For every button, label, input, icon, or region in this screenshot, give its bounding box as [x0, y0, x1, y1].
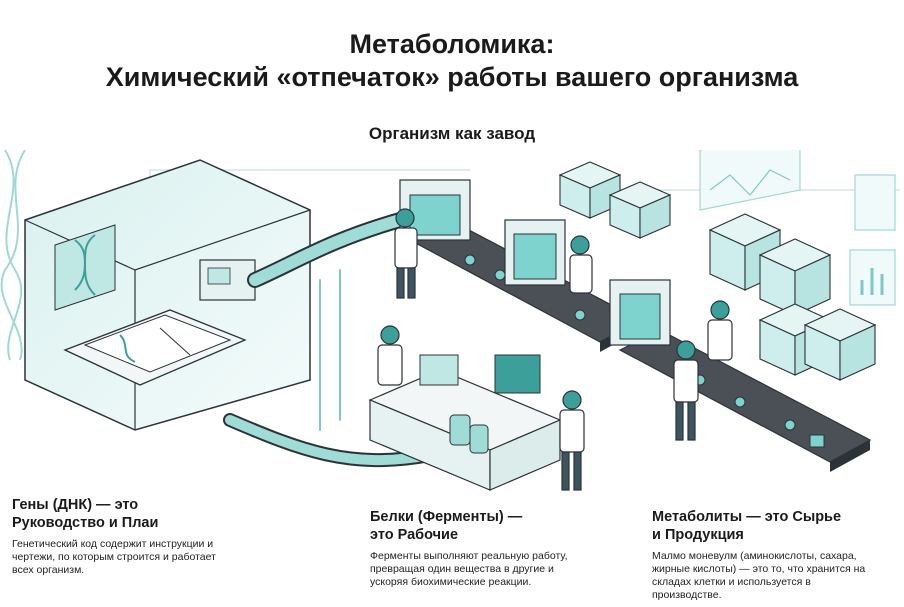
pipes	[223, 212, 437, 468]
storage-crates	[558, 161, 877, 381]
section-proteins-body: Ферменты выполняют реальную работу, прев…	[370, 550, 568, 588]
dna-strand-icon	[0, 150, 26, 361]
section-metabolites-heading: Метаболиты — это Сырье и Продукция	[652, 509, 842, 543]
crate	[758, 238, 832, 316]
title-line-1: Метаболомика:	[349, 29, 555, 59]
section-metabolites-body: Малмо моневулм (аминокислоты, сахара, жи…	[652, 550, 866, 601]
bar-chart-icon	[860, 268, 884, 295]
worker-4	[559, 390, 585, 491]
section-proteins: Белки (Ферменты) — это Рабочие Ферменты …	[370, 508, 570, 589]
factory-illustration	[0, 150, 900, 491]
dna-lab-box	[24, 159, 311, 431]
section-genes-body: Генетический код содержит инструкции и ч…	[12, 538, 216, 576]
crate	[558, 161, 622, 219]
section-metabolites: Метаболиты — это Сырье и Продукция Малмо…	[652, 508, 872, 602]
subtitle: Организм как завод	[368, 124, 536, 143]
section-genes-heading: Гены (ДНК) — это Руководство и Плаи	[12, 497, 159, 531]
section-genes: Гены (ДНК) — это Руководство и Плаи Гене…	[12, 496, 217, 577]
crate	[608, 181, 672, 239]
lab-desk	[368, 354, 562, 491]
worker-5	[673, 340, 699, 441]
wall-panels	[699, 150, 896, 306]
workers	[377, 208, 733, 491]
worker-6	[707, 300, 733, 361]
page-title: Метаболомика: Химический «отпечаток» раб…	[0, 28, 904, 94]
worker-2	[569, 235, 593, 294]
section-proteins-heading: Белки (Ферменты) — это Рабочие	[370, 509, 523, 543]
crate	[803, 308, 877, 381]
title-line-2: Химический «отпечаток» работы вашего орг…	[105, 62, 799, 92]
worker-3	[377, 325, 403, 386]
worker-1	[394, 208, 418, 299]
